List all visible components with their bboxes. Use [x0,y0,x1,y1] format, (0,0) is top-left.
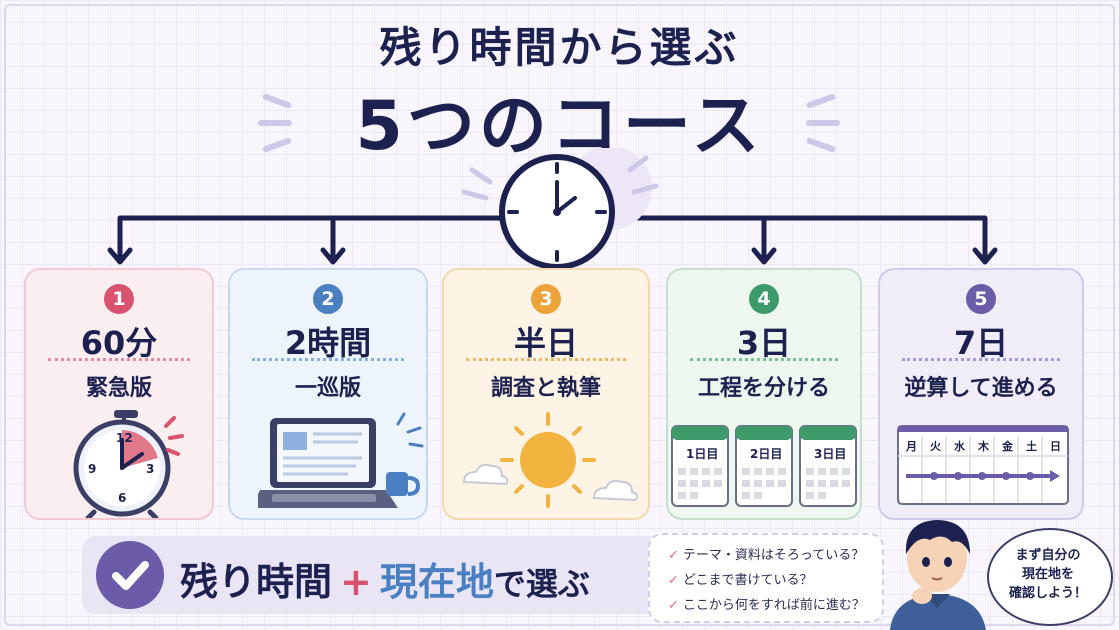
calendar-day-3-label: 3日目 [814,447,846,461]
checklist-bubble [648,533,884,623]
divider [466,358,626,361]
course-label: 逆算して進める [904,376,1058,401]
weekday-sun: 日 [1050,440,1061,453]
calendar-icon: 1日目 2日目 3日目 [671,425,857,507]
course-label: 工程を分ける [697,376,830,401]
course-number-badge: 2 [313,284,343,314]
calendar-day-1-label: 1日目 [686,447,718,461]
clock-digit-3: 3 [146,462,154,476]
checklist-item: ✓ここから何をすれば前に進む？ [668,598,865,613]
weekday-thu: 木 [977,439,990,453]
clock-digit-6: 6 [118,491,126,505]
divider [252,358,404,361]
course-card-3[interactable]: 3 半日 調査と執筆 [442,268,650,520]
sun-icon [462,412,638,508]
divider [690,358,838,361]
thinking-person-icon [890,520,986,630]
course-label: 緊急版 [85,376,152,401]
weekday-fri: 金 [1001,439,1014,453]
checkmark-icon: ✓ [668,598,679,613]
speech-line-3: 確認しよう！ [1008,586,1087,601]
checkmark-icon: ✓ [668,548,679,563]
course-time: 半日 [513,324,578,362]
timeline-icon: 月 火 水 木 金 土 日 [897,425,1069,505]
title-line-2: 5つのコース [355,87,764,166]
calendar-day-2-label: 2日目 [750,447,782,461]
course-number-badge: 3 [531,284,561,314]
speech-line-2: 現在地を [1021,567,1074,582]
course-time: 3日 [736,324,792,362]
clock-icon [461,148,659,270]
course-number-badge: 1 [104,284,134,314]
course-time: 60分 [80,324,158,362]
weekday-sat: 土 [1026,439,1037,453]
summary-suffix: で選ぶ [493,565,590,603]
course-label: 調査と執筆 [490,376,601,401]
speech-line-1: まず自分の [1015,548,1081,563]
clock-digit-9: 9 [88,462,96,476]
summary-left: 残り時間 [180,560,333,604]
alarm-clock-icon: 12 3 6 9 [73,410,184,518]
course-number-badge: 5 [966,284,996,314]
course-number-badge: 4 [749,284,779,314]
speech-bubble [987,528,1113,626]
title-line-1: 残り時間から選ぶ [379,23,740,72]
course-time: 7日 [953,324,1009,362]
clock-digit-12: 12 [116,431,133,445]
summary-right: 現在地 [379,560,494,604]
check-icon [96,541,164,609]
course-card-2[interactable]: 2 2時間 一巡版 [228,268,428,520]
laptop-icon [258,412,424,508]
summary-text: 残り時間+現在地で選ぶ [180,551,590,606]
checklist-item: ✓どこまで書けている？ [668,573,813,588]
weekday-wed: 水 [954,439,966,453]
checkmark-icon: ✓ [668,573,679,588]
checklist-item: ✓テーマ・資料はそろっている？ [668,548,865,563]
divider [48,358,190,361]
weekday-tue: 火 [930,440,942,453]
course-card-1[interactable]: 1 60分 緊急版 12 3 6 9 [24,268,214,520]
course-label: 一巡版 [294,376,361,401]
course-time: 2時間 [284,324,372,362]
weekday-mon: 月 [905,440,917,453]
divider [902,358,1060,361]
summary-plus: + [340,560,372,604]
